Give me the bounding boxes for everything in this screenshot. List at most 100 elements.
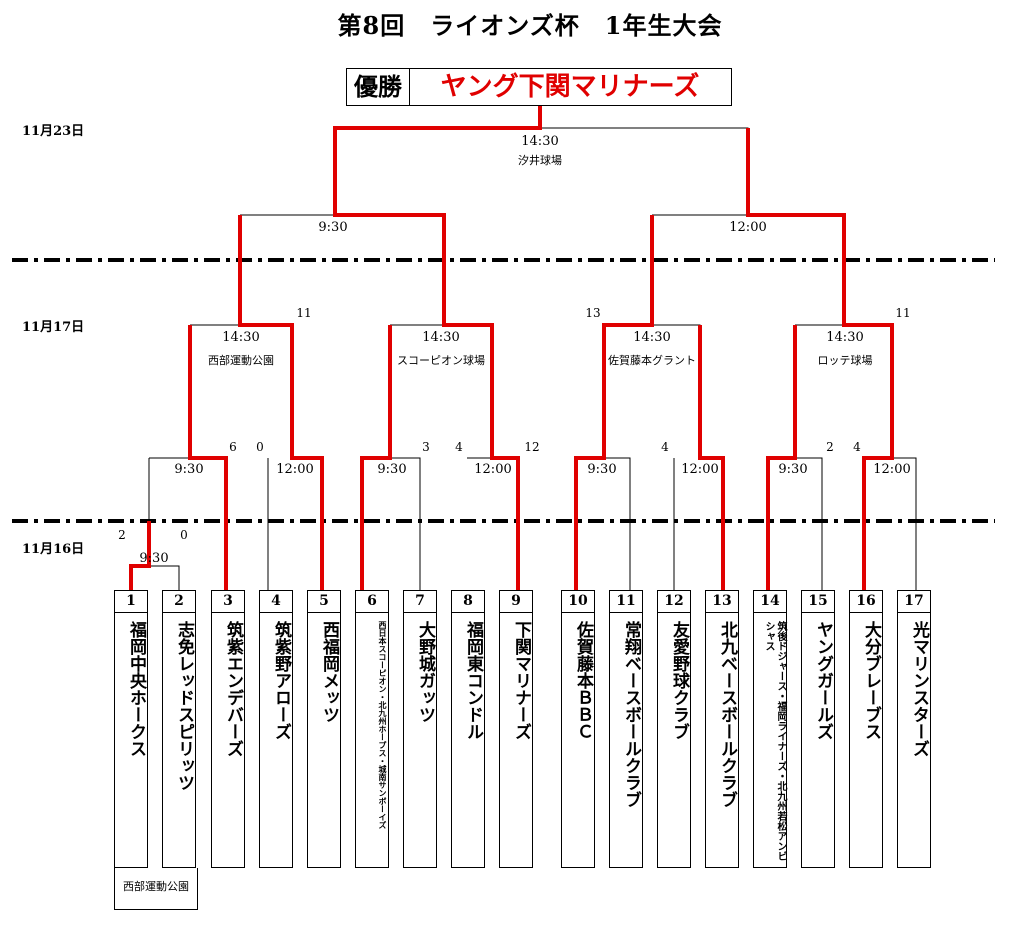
winner-path-16 <box>746 128 894 590</box>
team-name: 友愛野球クラブ <box>669 621 689 740</box>
team-name: 常翔ベースボールクラブ <box>621 621 641 808</box>
team-box: 5 西福岡メッツ <box>307 590 341 868</box>
date-qf: 11月17日 <box>22 320 85 335</box>
team-name: 筑紫野アローズ <box>271 621 291 740</box>
prelim-venue: 西部運動公園 <box>114 868 198 910</box>
team-name: 西福岡メッツ <box>319 621 339 723</box>
team-box: 6 西日本スコーピオン・北九州ホープス・城南サンボーイズ <box>355 590 389 868</box>
team-number: 16 <box>850 591 882 613</box>
team-number: 12 <box>658 591 690 613</box>
qf1-time: 14:30 <box>222 330 260 345</box>
team-box: 3 筑紫エンデバーズ <box>211 590 245 868</box>
team-name: 志免レッドスピリッツ <box>174 621 194 791</box>
final-time: 14:30 <box>521 134 559 149</box>
prelim-score-left: 2 <box>118 528 126 542</box>
r1-7-bracket <box>768 457 823 590</box>
team-number: 10 <box>562 591 594 613</box>
r1-5-time: 9:30 <box>587 462 617 477</box>
r1-3-score-right: 3 <box>422 440 430 454</box>
team-name: 筑後ドジャース・福岡ライナーズ・北九州若松アンビシャス <box>763 621 786 861</box>
team-box: 8 福岡東コンドル <box>451 590 485 868</box>
team-name: ヤングガールズ <box>813 621 833 740</box>
team-number: 6 <box>356 591 388 613</box>
team-name: 大野城ガッツ <box>415 621 435 723</box>
team-number: 9 <box>500 591 532 613</box>
prelim-time: 9:30 <box>139 551 169 566</box>
winner-path-champion <box>333 106 542 590</box>
team-number: 15 <box>802 591 834 613</box>
qf4-venue: ロッテ球場 <box>817 354 873 367</box>
team-box: 2 志免レッドスピリッツ <box>162 590 196 868</box>
r1-4-score-right: 12 <box>524 440 540 454</box>
r1-5-bracket <box>576 457 631 590</box>
semi-left-time: 9:30 <box>318 220 348 235</box>
team-box: 4 筑紫野アローズ <box>259 590 293 868</box>
r1-2-score-left: 0 <box>256 440 264 454</box>
qf3-venue: 佐賀藤本グラント <box>608 354 696 367</box>
winner-path-13 <box>698 325 725 590</box>
team-number: 8 <box>452 591 484 613</box>
team-box: 15 ヤングガールズ <box>801 590 835 868</box>
winner-path-14 <box>766 325 797 590</box>
prelim-score-right: 0 <box>180 528 188 542</box>
team-box: 17 光マリンスターズ <box>897 590 931 868</box>
r1-7-time: 9:30 <box>778 462 808 477</box>
team-box: 7 大野城ガッツ <box>403 590 437 868</box>
team-number: 4 <box>260 591 292 613</box>
r1-3-time: 9:30 <box>377 462 407 477</box>
team-number: 14 <box>754 591 786 613</box>
team-name: 大分ブレーブス <box>861 621 881 740</box>
qf4-score-right: 11 <box>895 306 911 320</box>
team-number: 5 <box>308 591 340 613</box>
r1-4-score-left: 4 <box>455 440 463 454</box>
qf4-time: 14:30 <box>826 330 864 345</box>
team-name: 福岡東コンドル <box>463 621 483 740</box>
team-box: 13 北九ベースボールクラブ <box>705 590 739 868</box>
team-box: 11 常翔ベースボールクラブ <box>609 590 643 868</box>
r1-3-bracket <box>362 457 421 590</box>
team-number: 7 <box>404 591 436 613</box>
team-number: 2 <box>163 591 195 613</box>
qf3-time: 14:30 <box>633 330 671 345</box>
team-name: 西日本スコーピオン・北九州ホープス・城南サンボーイズ <box>378 621 388 829</box>
team-name: 光マリンスターズ <box>909 621 929 757</box>
team-number: 13 <box>706 591 738 613</box>
qf2-venue: スコーピオン球場 <box>397 354 485 367</box>
r1-8-time: 12:00 <box>873 462 911 477</box>
qf2-time: 14:30 <box>422 330 460 345</box>
champion-box: 優勝 ヤング下関マリナーズ <box>346 68 732 106</box>
team-number: 11 <box>610 591 642 613</box>
date-r1: 11月16日 <box>22 542 85 557</box>
team-number: 1 <box>115 591 147 613</box>
qf1-score-right: 11 <box>296 306 312 320</box>
r1-6-score-left: 4 <box>661 440 669 454</box>
prelim-bracket <box>131 565 180 590</box>
final-venue: 汐井球場 <box>518 154 562 167</box>
r1-8-bracket <box>864 457 917 590</box>
r1-7-score-right: 2 <box>826 440 834 454</box>
winner-path-1 <box>129 521 151 590</box>
date-final: 11月23日 <box>22 124 85 139</box>
team-box: 14 筑後ドジャース・福岡ライナーズ・北九州若松アンビシャス <box>753 590 787 868</box>
team-number: 3 <box>212 591 244 613</box>
team-name: 下関マリナーズ <box>511 621 531 740</box>
winner-path-5 <box>238 215 324 590</box>
champion-label: 優勝 <box>347 69 410 105</box>
team-box: 16 大分ブレーブス <box>849 590 883 868</box>
qf3-score-left: 13 <box>585 306 601 320</box>
qf1-venue: 西部運動公園 <box>208 354 274 367</box>
team-name: 北九ベースボールクラブ <box>717 621 737 808</box>
team-name: 福岡中央ホークス <box>126 621 146 757</box>
semi-right-time: 12:00 <box>729 220 767 235</box>
team-box: 10 佐賀藤本ＢＢＣ <box>561 590 595 868</box>
winner-path-10 <box>574 215 654 590</box>
team-box: 12 友愛野球クラブ <box>657 590 691 868</box>
team-name: 筑紫エンデバーズ <box>223 621 243 757</box>
team-name: 佐賀藤本ＢＢＣ <box>573 621 593 740</box>
team-number: 17 <box>898 591 930 613</box>
champion-team: ヤング下関マリナーズ <box>440 72 700 102</box>
winner-path-6 <box>360 325 392 590</box>
team-box: 9 下関マリナーズ <box>499 590 533 868</box>
